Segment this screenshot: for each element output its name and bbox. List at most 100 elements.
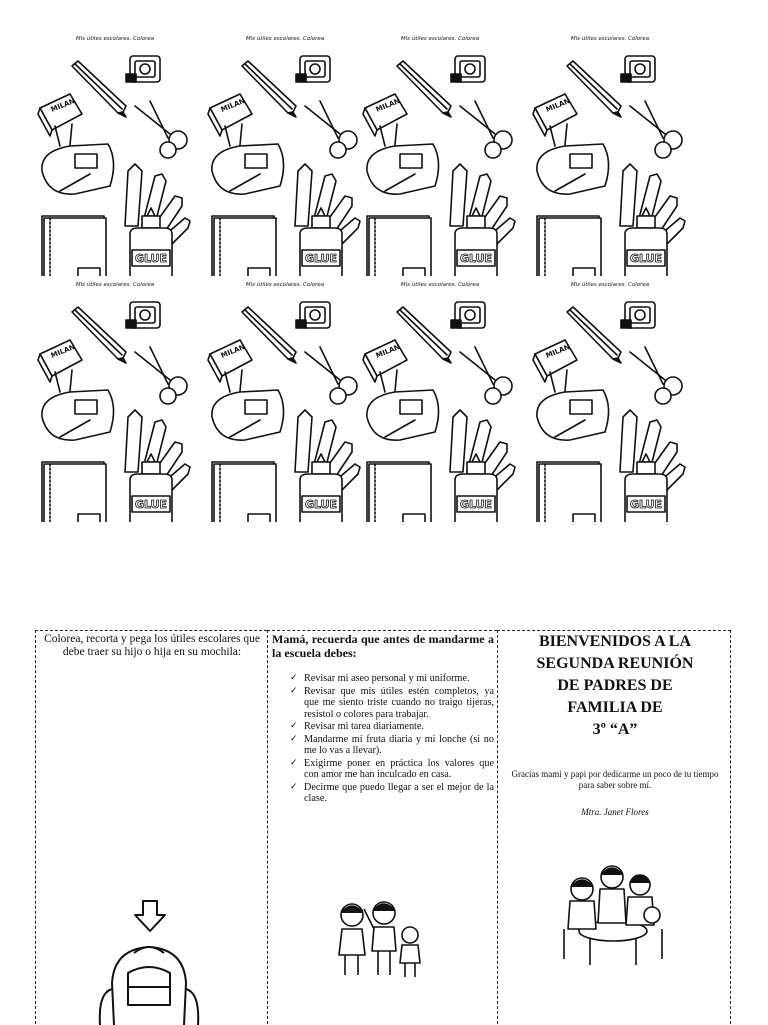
checkmark-icon: ✓	[290, 733, 298, 744]
glue-label: GLUE	[630, 252, 662, 265]
checklist-item: ✓ Revisar mi tarea diariamente.	[290, 721, 494, 733]
brochure: Colorea, recorta y pega los útiles escol…	[35, 630, 731, 1025]
pencil-icon	[566, 306, 622, 364]
checklist-item-text: Revisar que mis útiles estén completos, …	[304, 685, 494, 720]
pencil-case-icon	[366, 369, 440, 441]
notebook-icon	[536, 461, 602, 522]
notebook-icon	[41, 215, 107, 276]
sharpener-icon	[450, 55, 486, 83]
checklist-item: ✓ Mandarme mi fruta diaria y mi lonche (s…	[290, 734, 494, 757]
instructions-text: Colorea, recorta y pega los útiles escol…	[44, 633, 260, 658]
pencil-case-icon	[41, 369, 115, 441]
checklist-item-text: Exigirme poner en práctica los valores q…	[304, 757, 494, 781]
notebook-icon	[536, 215, 602, 276]
checkmark-icon: ✓	[290, 757, 298, 768]
down-arrow-icon	[134, 900, 166, 932]
card-title: Mis útiles escolares. Colorea	[245, 36, 325, 42]
notebook-icon	[366, 461, 432, 522]
glue-label: GLUE	[305, 498, 337, 511]
checklist-item-text: Revisar mi aseo personal y mi uniforme.	[304, 673, 470, 684]
eraser-icon: MILAN	[532, 339, 578, 383]
notebook-icon	[41, 461, 107, 522]
welcome-title: BIENVENIDOS A LA SEGUNDA REUNIÓN DE PADR…	[504, 631, 726, 741]
welcome-title-line: BIENVENIDOS A LA	[538, 633, 692, 650]
welcome-title-line: FAMILIA DE	[567, 699, 663, 716]
eraser-icon: MILAN	[362, 339, 408, 383]
checklist: ✓ Revisar mi aseo personal y mi uniforme.…	[290, 673, 494, 806]
glue-icon: GLUE	[624, 453, 668, 522]
card-title: Mis útiles escolares. Colorea	[75, 36, 155, 42]
coloring-cards-grid: Mis útiles escolares. Colorea	[30, 32, 730, 532]
coloring-card: Mis útiles escolares. Colorea	[200, 32, 370, 277]
scissors-icon	[134, 100, 188, 159]
glue-label: GLUE	[460, 498, 492, 511]
scissors-icon	[629, 100, 683, 159]
eraser-icon: MILAN	[207, 339, 253, 383]
pencil-case-icon	[211, 369, 285, 441]
scissors-icon	[459, 346, 513, 405]
scissors-icon	[304, 100, 358, 159]
thanks-text: Gracias mami y papi por dedicarme un poc…	[511, 769, 719, 790]
sharpener-icon	[125, 55, 161, 83]
pencil-icon	[396, 306, 452, 364]
card-title: Mis útiles escolares. Colorea	[245, 282, 325, 288]
coloring-card: Mis útiles escolares. Colorea	[355, 32, 525, 277]
card-title: Mis útiles escolares. Colorea	[75, 282, 155, 288]
checklist-item: ✓Revisar que mis útiles estén completos,…	[290, 686, 494, 721]
sharpener-icon	[125, 301, 161, 329]
notebook-icon	[211, 215, 277, 276]
welcome-title-line: 3º “A”	[592, 721, 638, 738]
school-supplies-illustration: MILAN	[362, 55, 516, 276]
sharpener-icon	[620, 55, 656, 83]
coloring-card: Mis útiles escolares. Colorea	[525, 278, 695, 523]
checkmark-icon: ✓	[290, 721, 298, 731]
glue-icon: GLUE	[299, 207, 343, 276]
pencil-icon	[566, 60, 622, 118]
checklist-item: ✓ Revisar mi aseo personal y mi uniforme.	[290, 673, 494, 685]
pencil-icon	[71, 60, 127, 118]
sharpener-icon	[620, 301, 656, 329]
checklist-item: ✓ Decirme que puedo llegar a ser el mejor…	[290, 782, 494, 805]
school-supplies-illustration: MILAN	[207, 301, 361, 522]
brochure-panel-checklist: Mamá, recuerda que antes de mandarme a l…	[267, 630, 497, 1024]
pencil-icon	[241, 60, 297, 118]
pencil-icon	[241, 306, 297, 364]
notebook-icon	[211, 461, 277, 522]
glue-label: GLUE	[460, 252, 492, 265]
notebook-icon	[366, 215, 432, 276]
welcome-title-line: DE PADRES DE	[557, 677, 673, 694]
school-supplies-illustration: MILAN	[532, 55, 686, 276]
glue-icon: GLUE	[129, 453, 173, 522]
eraser-icon: MILAN	[362, 93, 408, 137]
glue-icon: GLUE	[454, 207, 498, 276]
brochure-panel-welcome: BIENVENIDOS A LA SEGUNDA REUNIÓN DE PADR…	[497, 630, 731, 1024]
glue-icon: GLUE	[454, 453, 498, 522]
pencil-case-icon	[536, 123, 610, 195]
checkmark-icon: ✓	[290, 673, 298, 683]
eraser-icon: MILAN	[532, 93, 578, 137]
checklist-item-text: Mandarme mi fruta diaria y mi lonche (si…	[304, 733, 494, 757]
eraser-icon: MILAN	[37, 339, 83, 383]
school-supplies-illustration: MILAN	[362, 301, 516, 522]
pencil-case-icon	[536, 369, 610, 441]
pencil-icon	[396, 60, 452, 118]
scissors-icon	[304, 346, 358, 405]
glue-label: GLUE	[135, 252, 167, 265]
school-supplies-illustration: MILAN	[37, 55, 191, 276]
checklist-item-text: Decirme que puedo llegar a ser el mejor …	[304, 781, 494, 805]
eraser-icon: MILAN	[207, 93, 253, 137]
sharpener-icon	[450, 301, 486, 329]
glue-label: GLUE	[630, 498, 662, 511]
pencil-icon	[71, 306, 127, 364]
pencil-case-icon	[366, 123, 440, 195]
glue-icon: GLUE	[624, 207, 668, 276]
scissors-icon	[134, 346, 188, 405]
checklist-item-text: Revisar mi tarea diariamente.	[304, 721, 424, 732]
card-title: Mis útiles escolares. Colorea	[570, 36, 650, 42]
glue-label: GLUE	[305, 252, 337, 265]
coloring-card: Mis útiles escolares. Colorea	[30, 278, 200, 523]
scissors-icon	[459, 100, 513, 159]
checkmark-icon: ✓	[290, 781, 298, 792]
eraser-icon: MILAN	[37, 93, 83, 137]
